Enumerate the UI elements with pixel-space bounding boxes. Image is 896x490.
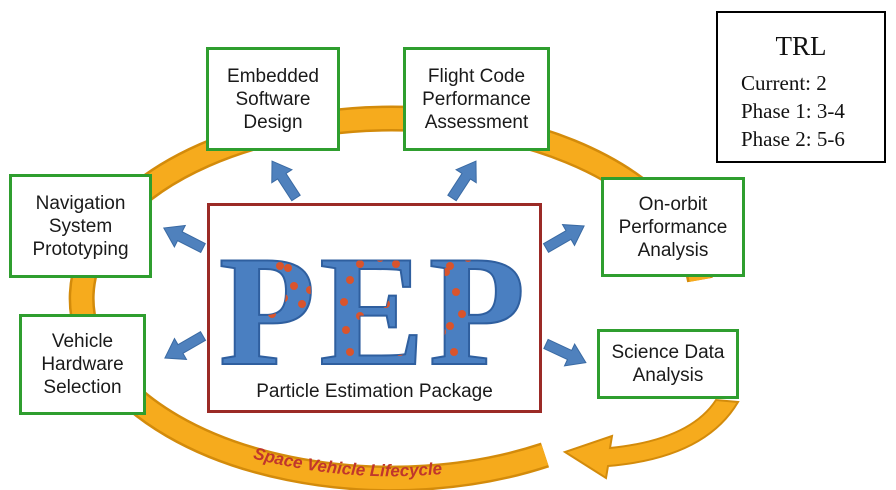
box-flight-code-performance-label: Flight Code Performance Assessment [422,65,531,133]
trl-phase-2: Phase 2: 5-6 [741,127,845,151]
box-vehicle-hardware-selection-label: Vehicle Hardware Selection [41,331,124,398]
arrow-to-flight-code [447,160,477,202]
arrow-to-on-orbit [542,224,585,254]
box-science-data-analysis-label: Science Data Analysis [611,342,725,386]
box-on-orbit-performance: On-orbit Performance Analysis [601,177,745,277]
arrow-to-navigation [162,224,206,254]
pep-logo-dots [266,252,492,356]
pep-logo: PEP PEP [218,223,529,400]
trl-phase-1: Phase 1: 3-4 [741,99,845,123]
arrow-to-embedded-software [271,160,301,202]
trl-title: TRL [775,31,827,61]
box-navigation-system-prototyping: Navigation System Prototyping [9,174,152,278]
box-on-orbit-performance-label: On-orbit Performance Analysis [618,193,728,261]
pep-center-box: PEP PEP Particle Estimation Package [207,203,542,413]
box-vehicle-hardware-selection: Vehicle Hardware Selection [19,314,146,415]
box-embedded-software-design-label: Embedded Software Design [227,65,319,133]
trl-box: TRL Current: 2 Phase 1: 3-4 Phase 2: 5-6 [716,11,886,163]
pep-subtitle: Particle Estimation Package [256,381,493,402]
lifecycle-ring-arrowhead [562,398,740,480]
box-embedded-software-design: Embedded Software Design [206,47,340,151]
box-flight-code-performance: Flight Code Performance Assessment [403,47,550,151]
trl-current: Current: 2 [741,71,827,95]
arrow-to-science-data [543,338,587,367]
box-science-data-analysis: Science Data Analysis [597,329,739,399]
pep-logo-text: PEP [219,224,529,399]
box-navigation-system-prototyping-label: Navigation System Prototyping [32,192,129,260]
arrow-to-vehicle-hardware [164,330,207,360]
